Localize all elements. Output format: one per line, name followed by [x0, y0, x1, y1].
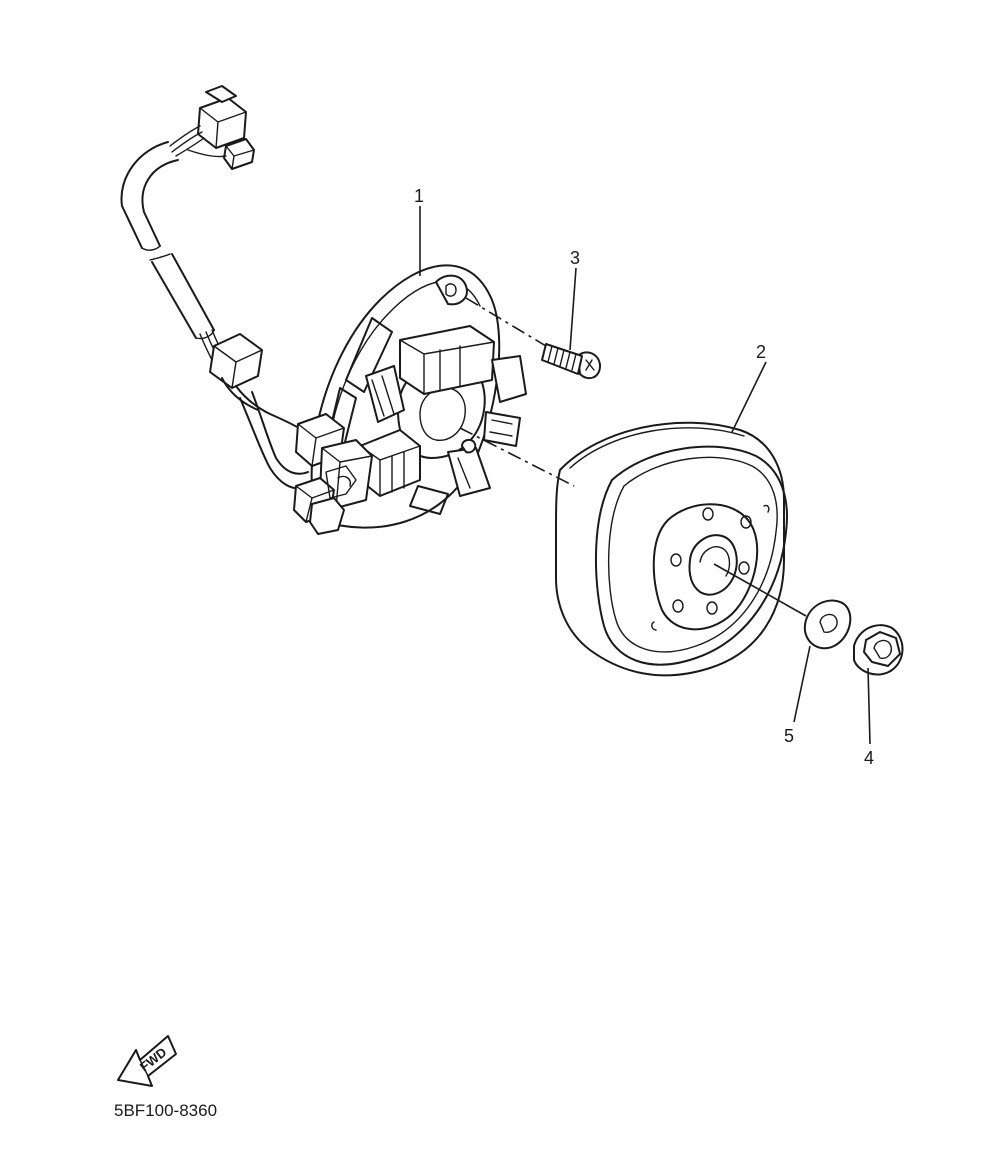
flywheel-rotor [555, 421, 788, 677]
callout-leaders [419, 206, 871, 745]
drawing-code: 5BF100-8360 [114, 1101, 217, 1120]
callout-3: 3 [570, 248, 580, 268]
callout-4: 4 [864, 748, 874, 768]
callout-5: 5 [784, 726, 794, 746]
fwd-arrow-icon: FWD [117, 1035, 177, 1087]
washer [803, 599, 852, 650]
callout-1: 1 [414, 186, 424, 206]
callout-2: 2 [756, 342, 766, 362]
stator-screw [541, 343, 601, 380]
assembly-center-lines [459, 297, 807, 617]
wiring-harness [120, 85, 309, 490]
stator-assembly [293, 264, 527, 535]
flange-nut [853, 624, 904, 676]
